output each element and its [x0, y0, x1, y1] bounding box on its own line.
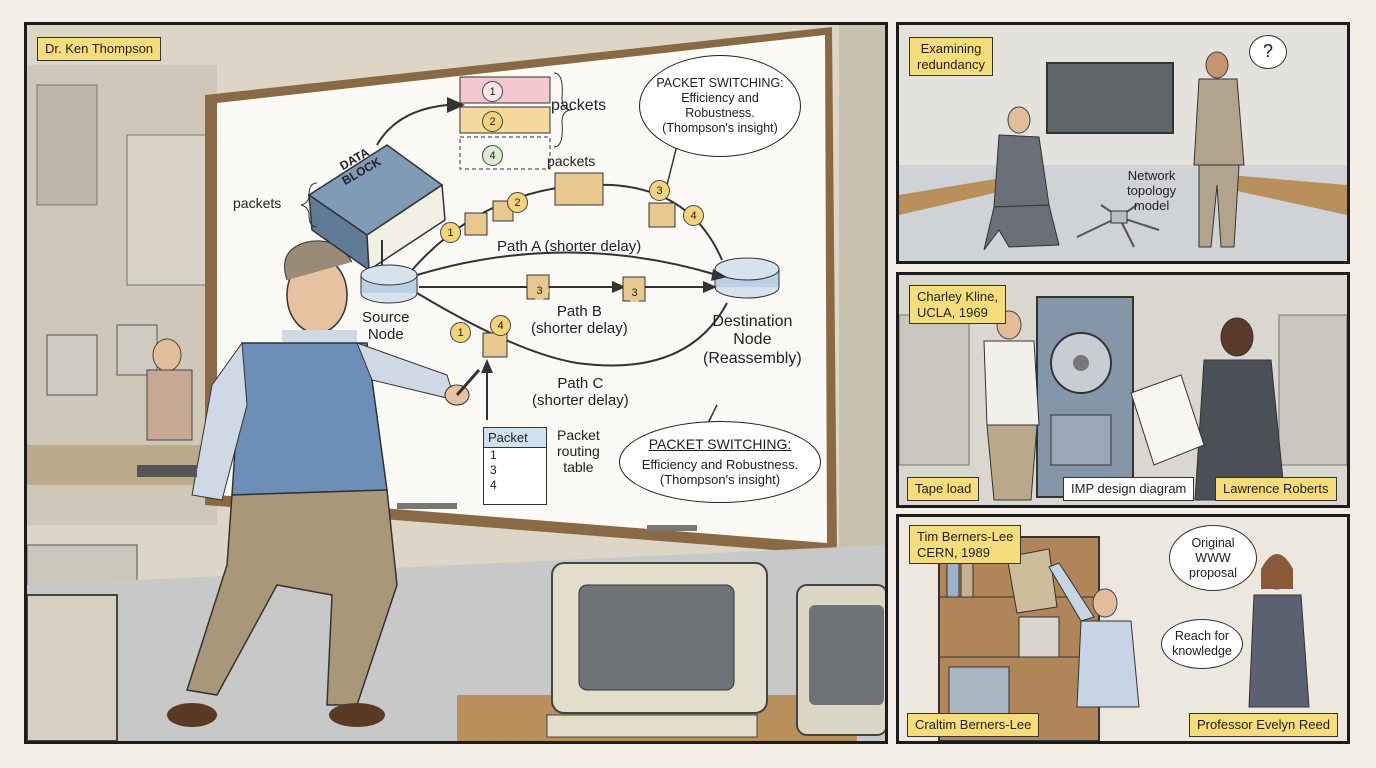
path-a-label: Path A (shorter delay)	[497, 238, 642, 255]
lawrence-roberts-caption: Lawrence Roberts	[1215, 477, 1337, 501]
panel3-left-caption: Craltim Berners-Lee	[907, 713, 1040, 737]
stack-number: 4	[482, 145, 503, 166]
callout-bottom-body: Efficiency and Robustness. (Thompson's i…	[641, 456, 799, 488]
callout-top: PACKET SWITCHING: Efficiency and Robustn…	[639, 55, 801, 157]
panel3-bubble-proposal: Original WWW proposal	[1169, 525, 1257, 591]
table-row: 4	[490, 478, 497, 492]
panel-1-art	[899, 25, 1347, 261]
routing-table: Packet 1 3 4	[483, 427, 547, 505]
path-c-label: Path C (shorter delay)	[532, 375, 629, 410]
panel1-caption: Examining redundancy	[909, 37, 993, 77]
tape-load-caption: Tape load	[907, 477, 980, 501]
packet-number: 3	[625, 283, 644, 302]
panel3-right-caption: Professor Evelyn Reed	[1189, 713, 1338, 737]
packets-label-mid: packets	[547, 153, 596, 169]
packet-number: 1	[440, 222, 461, 243]
panel-berners-lee: Tim Berners-Lee CERN, 1989 Original WWW …	[896, 514, 1350, 744]
path-b-label: Path B (shorter delay)	[531, 303, 628, 338]
stack-number: 1	[482, 81, 503, 102]
stack-number: 2	[482, 111, 503, 132]
panel-charley-kline: Charley Kline, UCLA, 1969 Tape load IMP …	[896, 272, 1350, 508]
main-panel: Dr. Ken Thompson DATA BLOCK 1 2 4 packet…	[24, 22, 888, 744]
callout-bottom-title: PACKET SWITCHING:	[648, 436, 792, 452]
packet-number: 3	[530, 281, 549, 300]
panel3-caption: Tim Berners-Lee CERN, 1989	[909, 525, 1022, 565]
panel-3-art	[899, 517, 1347, 741]
callout-top-text: PACKET SWITCHING: Efficiency and Robustn…	[656, 76, 784, 135]
panel3-bubble-reach: Reach for knowledge	[1161, 619, 1243, 669]
network-topology-label: Network topology model	[1127, 168, 1177, 213]
destination-node-label: Destination Node (Reassembly)	[703, 313, 802, 367]
packet-number: 2	[507, 192, 528, 213]
packets-label-left: packets	[233, 195, 282, 211]
packets-label-top: packets	[551, 97, 607, 114]
panel2-caption: Charley Kline, UCLA, 1969	[909, 285, 1006, 325]
packet-number: 1	[450, 322, 471, 343]
source-node-label: Source Node	[362, 309, 410, 344]
panel1-question-bubble: ?	[1249, 35, 1287, 69]
table-row: 1	[490, 448, 497, 462]
table-row: 3	[490, 463, 497, 477]
callout-bottom: PACKET SWITCHING: Efficiency and Robustn…	[619, 421, 821, 503]
routing-table-label: Packet routing table	[557, 427, 600, 476]
main-caption: Dr. Ken Thompson	[37, 37, 162, 61]
packet-number: 3	[649, 180, 670, 201]
packet-number: 4	[683, 205, 704, 226]
packet-number: 4	[490, 315, 511, 336]
routing-table-header: Packet	[484, 428, 546, 448]
panel-examining: Examining redundancy ? Network topology …	[896, 22, 1350, 264]
imp-diagram-caption: IMP design diagram	[1063, 477, 1195, 501]
